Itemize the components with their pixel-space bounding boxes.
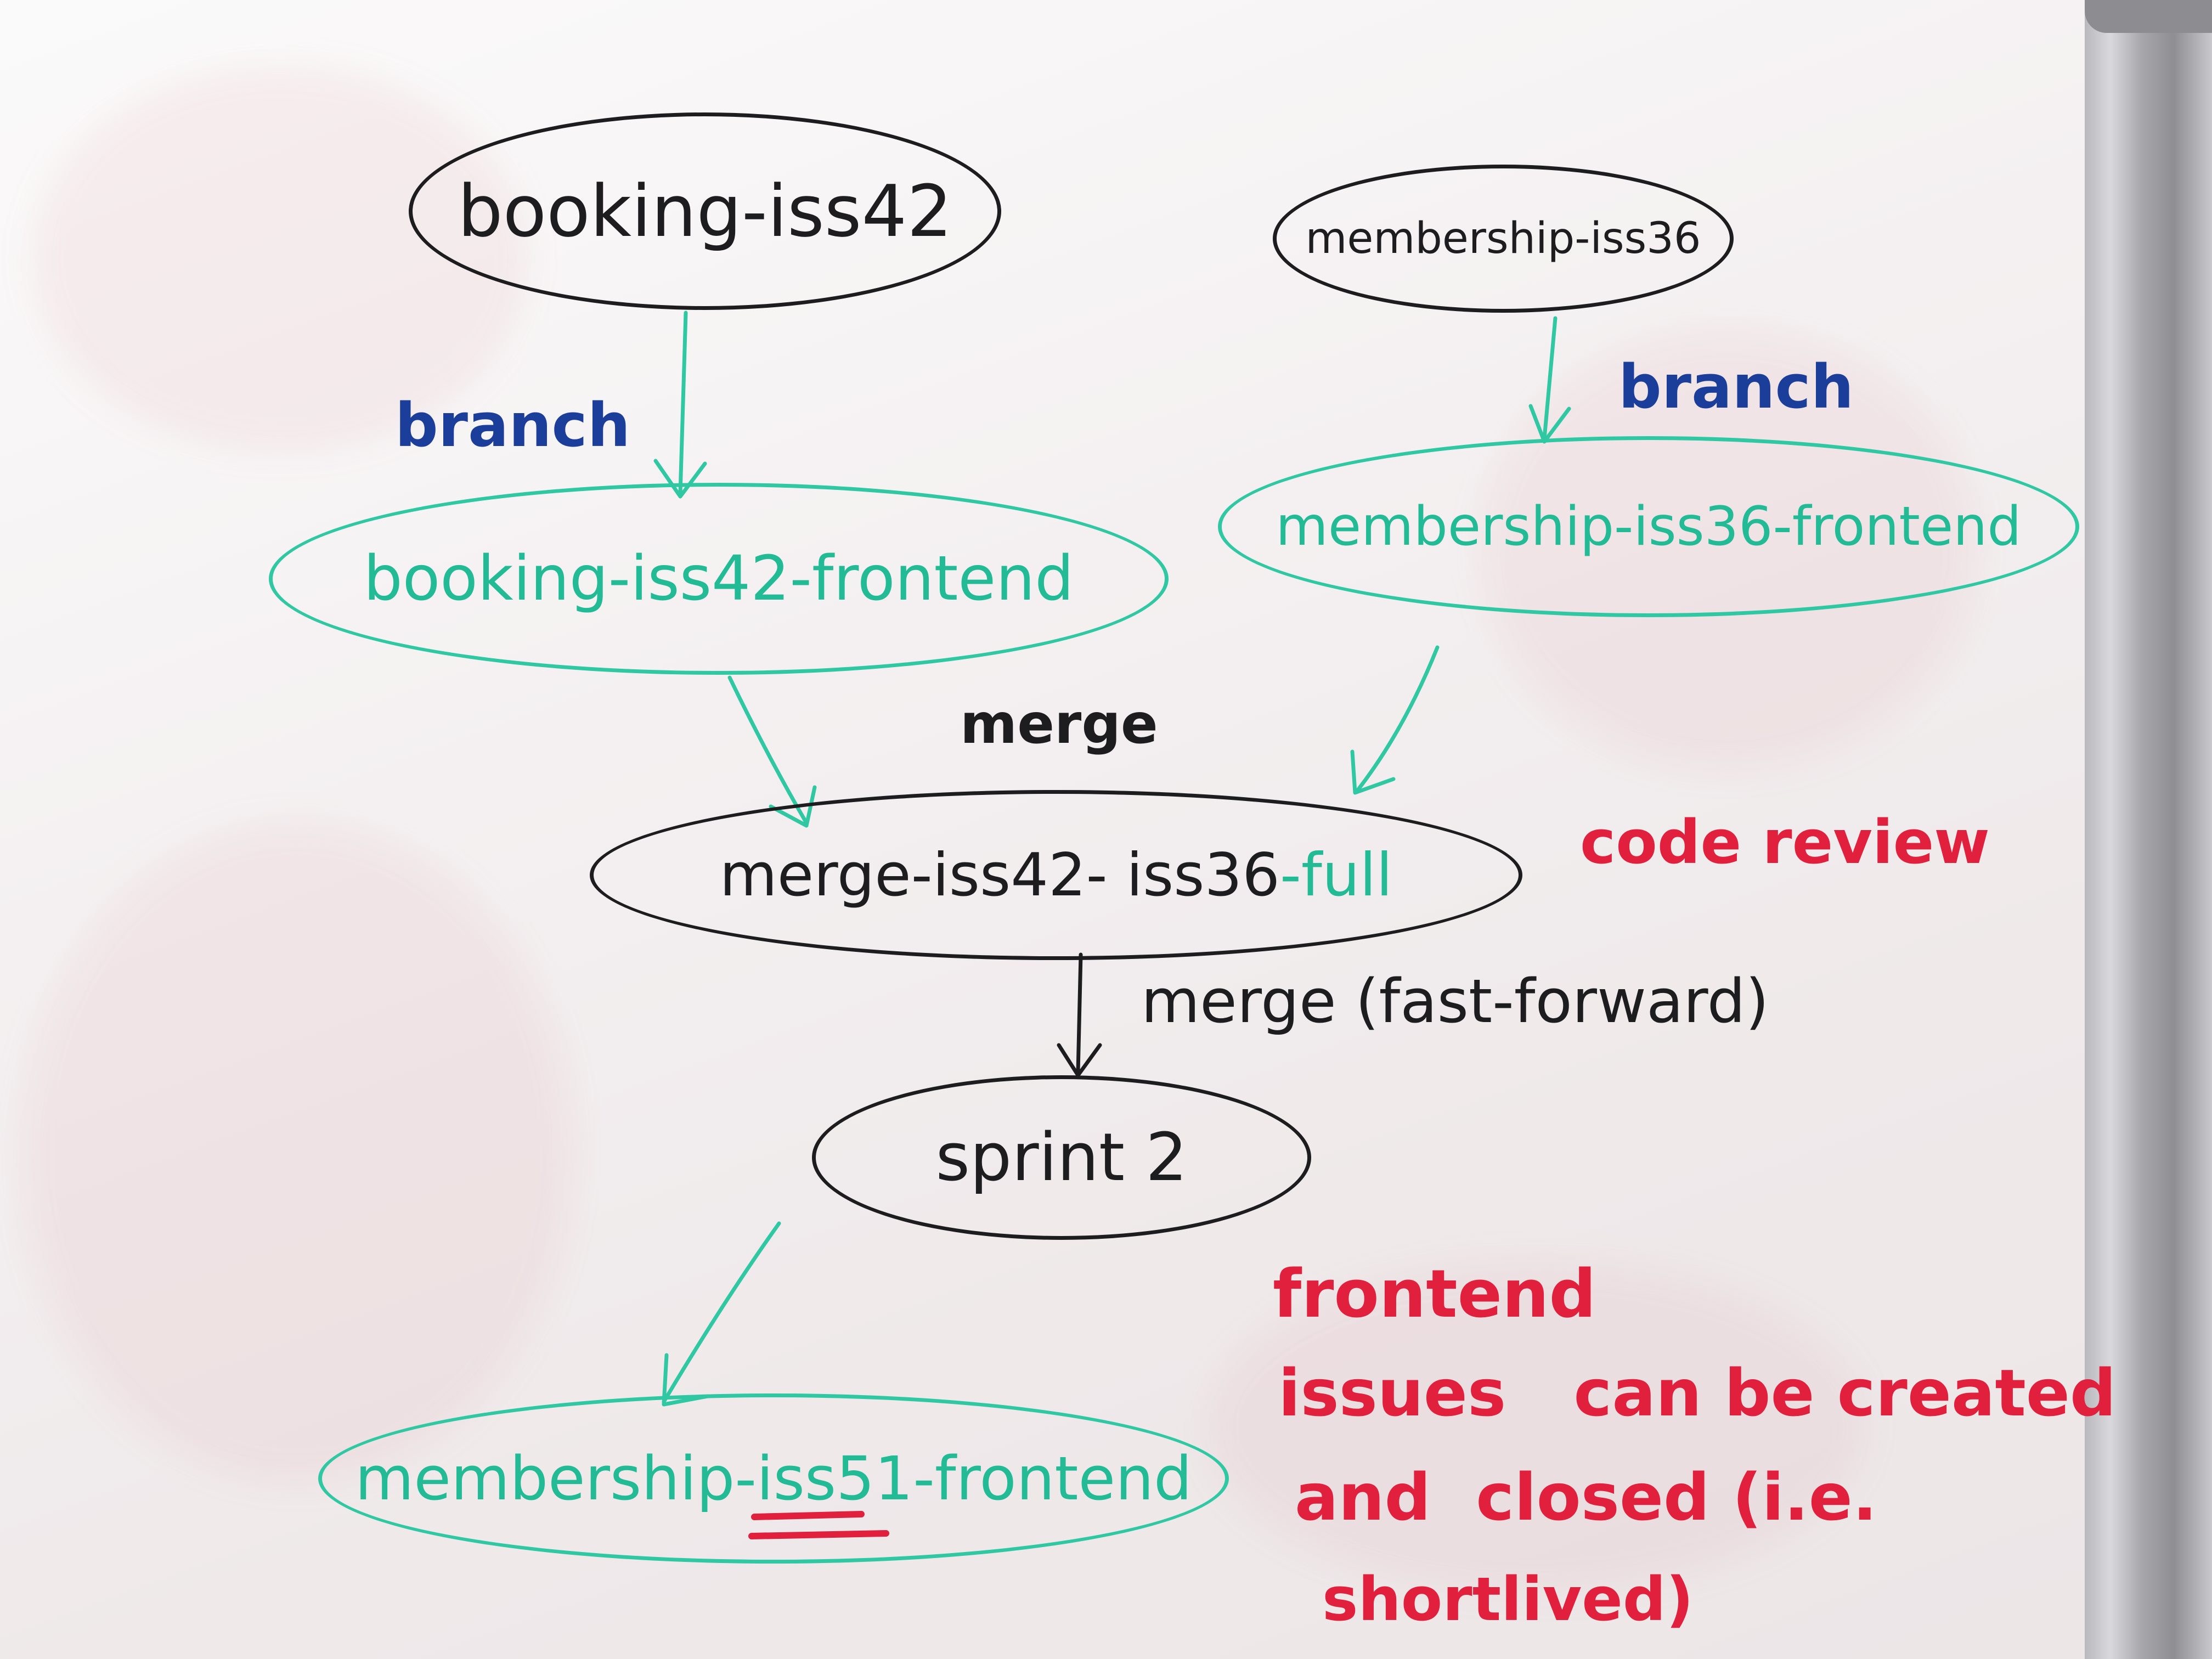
arrow-membership-merge — [1356, 645, 1440, 792]
arrowhead-membership-branch — [1528, 404, 1571, 444]
node-membership-new: membership-iss51-frontend — [318, 1393, 1229, 1564]
node-booking-frontend-label: booking-iss42-frontend — [363, 543, 1074, 614]
node-membership-frontend: membership-iss36-frontend — [1218, 436, 2079, 617]
arrow-membership-branch — [1542, 316, 1558, 441]
whiteboard-frame — [2085, 0, 2212, 1659]
node-booking-issue: booking-iss42 — [409, 112, 1001, 310]
arrowhead-membership-merge — [1350, 749, 1396, 795]
node-merge-full: merge-iss42- iss36-full — [590, 790, 1522, 960]
note-frontend-line-4: shortlived) — [1322, 1564, 1694, 1634]
edge-label-merge-top: merge — [960, 692, 1158, 756]
whiteboard-frame-corner — [2085, 0, 2212, 33]
edge-label-branch-right: branch — [1618, 352, 1854, 422]
edge-label-merge-fast-forward: merge (fast-forward) — [1141, 966, 1769, 1036]
node-merge-full-prefix: merge-iss42- iss36 — [719, 840, 1280, 910]
note-frontend-line-2: issues can be created — [1278, 1355, 2117, 1431]
node-membership-new-suffix: -frontend — [913, 1443, 1192, 1514]
note-frontend-line-1: frontend — [1273, 1256, 1596, 1333]
arrow-sprint-membership — [662, 1221, 781, 1404]
node-sprint-label: sprint 2 — [935, 1119, 1188, 1196]
node-merge-full-suffix: -full — [1279, 840, 1393, 910]
arrow-merge-sprint — [1076, 952, 1083, 1075]
arrow-booking-merge — [727, 675, 809, 825]
node-booking-issue-label: booking-iss42 — [458, 170, 952, 253]
node-membership-issue: membership-iss36 — [1273, 165, 1734, 313]
smudge — [22, 823, 571, 1481]
node-booking-frontend: booking-iss42-frontend — [269, 483, 1169, 675]
whiteboard-surface — [0, 0, 2096, 1659]
node-membership-issue-label: membership-iss36 — [1305, 214, 1701, 263]
edge-label-branch-left: branch — [395, 390, 631, 460]
node-membership-frontend-label: membership-iss36-frontend — [1276, 495, 2022, 558]
node-membership-new-prefix: membership- — [355, 1443, 757, 1514]
node-sprint: sprint 2 — [812, 1075, 1311, 1240]
arrow-booking-branch — [678, 311, 688, 496]
node-membership-new-issue: iss51 — [757, 1443, 913, 1514]
smudge — [1207, 1262, 1865, 1591]
note-code-review: code review — [1580, 807, 1990, 877]
note-frontend-line-3: and closed (i.e. — [1295, 1459, 1877, 1535]
